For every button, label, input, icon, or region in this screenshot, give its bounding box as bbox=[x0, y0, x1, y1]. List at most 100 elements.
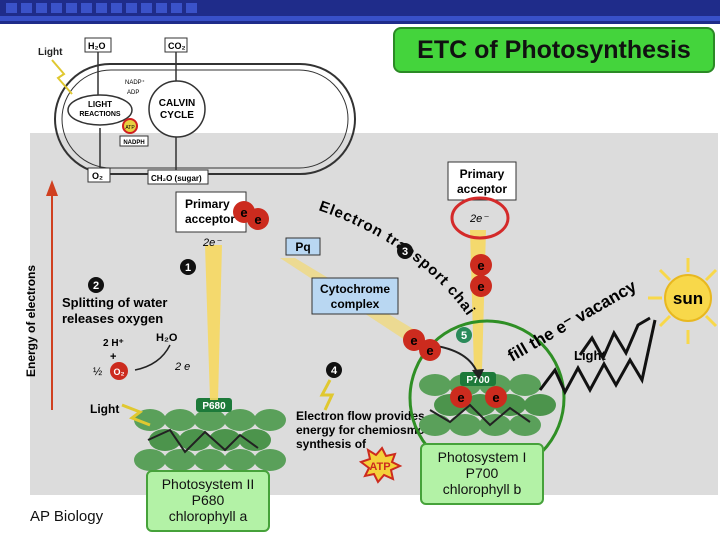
top-bar-square bbox=[51, 3, 62, 13]
top-bar-square bbox=[141, 3, 152, 13]
electron-label: e bbox=[254, 212, 261, 227]
water-h2o: H₂O bbox=[156, 332, 178, 344]
chlorophyll-disk bbox=[164, 409, 196, 431]
chlorophyll-disk bbox=[134, 409, 166, 431]
photosystem-ii-cluster: P680 bbox=[134, 398, 286, 495]
sun-icon: sun bbox=[648, 258, 718, 344]
top-bar-square bbox=[66, 3, 77, 13]
electron-label: e bbox=[457, 390, 464, 405]
half: ½ bbox=[93, 366, 102, 378]
top-bar-square bbox=[171, 3, 182, 13]
inset-nadph: NADPH bbox=[123, 140, 144, 146]
inset-nadp: NADP⁺ bbox=[125, 79, 145, 86]
pq-label: Pq bbox=[295, 240, 310, 254]
energy-axis-label: Energy of electrons bbox=[24, 265, 38, 377]
chlorophyll-disk bbox=[224, 409, 256, 431]
inset-nadph-box bbox=[119, 135, 149, 147]
electron-label: e bbox=[477, 279, 484, 294]
top-bar-stripe bbox=[0, 16, 720, 21]
ps1-line-3: chlorophyll b bbox=[442, 481, 522, 497]
chlorophyll-disk bbox=[239, 429, 271, 451]
ps2-line-3: chlorophyll a bbox=[168, 508, 248, 524]
electron bbox=[485, 386, 507, 408]
step-marker-4 bbox=[326, 362, 342, 378]
sun-ray bbox=[658, 268, 672, 282]
cytochrome-1: Cytochrome bbox=[320, 282, 390, 296]
p680-tag bbox=[196, 398, 232, 412]
electron-label: e bbox=[410, 333, 417, 348]
top-bar-square bbox=[6, 3, 17, 13]
chlorophyll-disk bbox=[479, 414, 511, 436]
light-wave-upper bbox=[578, 316, 651, 362]
atp-bolt bbox=[319, 379, 335, 411]
chloroplast-inner-outline bbox=[61, 69, 349, 169]
chlorophyll-disk bbox=[194, 409, 226, 431]
pq-box bbox=[285, 237, 321, 256]
oxygen-molecule bbox=[110, 362, 128, 380]
electron bbox=[470, 254, 492, 276]
inset-atp: ATP bbox=[125, 125, 135, 131]
sun-ray bbox=[704, 268, 718, 282]
top-bar-square bbox=[186, 3, 197, 13]
light-wave-lower bbox=[538, 319, 657, 396]
chlorophyll-disk bbox=[524, 394, 556, 416]
electron-label: e bbox=[240, 205, 247, 220]
acceptor-highlight-ring bbox=[450, 196, 510, 240]
inset-calvin-circle bbox=[148, 80, 206, 138]
electron bbox=[470, 275, 492, 297]
electron bbox=[247, 208, 269, 230]
chlorophyll-disk bbox=[509, 374, 541, 396]
inset-h2o: H₂O bbox=[88, 41, 106, 51]
inset-light-reactions-1: LIGHT bbox=[88, 100, 112, 109]
chlorophyll-disk bbox=[419, 414, 451, 436]
p680-label: P680 bbox=[202, 401, 226, 412]
electron-label: e bbox=[492, 390, 499, 405]
footer-label: AP Biology bbox=[30, 508, 104, 525]
two-e-right: 2e⁻ bbox=[469, 213, 489, 225]
top-bar-square bbox=[81, 3, 92, 13]
electron-label: e bbox=[426, 343, 433, 358]
atp-label: ATP bbox=[369, 461, 390, 473]
two-h-plus: 2 H⁺ bbox=[103, 338, 124, 349]
chlorophyll-disk bbox=[194, 449, 226, 471]
inset-calvin-2: CYCLE bbox=[160, 110, 194, 121]
step-number-5: 5 bbox=[461, 330, 467, 342]
sun-label: sun bbox=[673, 289, 703, 308]
ps2-line-1: Photosystem II bbox=[161, 476, 255, 492]
inset-light-reactions-2: REACTIONS bbox=[79, 111, 121, 118]
excitation-zigzag bbox=[147, 428, 259, 454]
chlorophyll-disk bbox=[224, 449, 256, 471]
chlorophyll-disk bbox=[164, 449, 196, 471]
electrons: e e e e e e e e bbox=[233, 201, 507, 408]
step-marker-2 bbox=[88, 277, 104, 293]
top-bar-square bbox=[21, 3, 32, 13]
top-bar-square bbox=[96, 3, 107, 13]
splitting-water-2: releases oxygen bbox=[62, 311, 163, 326]
electron bbox=[403, 329, 425, 351]
electron-flow-2: energy for chemiosmotic bbox=[296, 423, 439, 437]
step-number-3: 3 bbox=[402, 246, 408, 258]
inset-light-reactions-oval bbox=[67, 94, 133, 126]
step-number-2: 2 bbox=[93, 280, 99, 292]
energy-axis-arrowhead bbox=[46, 180, 58, 196]
inset-light-label: Light bbox=[38, 47, 63, 58]
sun-ray bbox=[704, 314, 718, 328]
primary-acceptor-left-1: Primary bbox=[185, 197, 230, 211]
electron-arrowhead bbox=[472, 369, 484, 380]
primary-acceptor-left-2: acceptor bbox=[185, 212, 235, 226]
atp-burst bbox=[358, 446, 403, 484]
chlorophyll-disk bbox=[209, 429, 241, 451]
electron bbox=[450, 386, 472, 408]
step-number-1: 1 bbox=[185, 262, 191, 274]
ps1-line-2: P700 bbox=[465, 465, 499, 481]
electron-flow-1: Electron flow provides bbox=[296, 409, 425, 423]
top-bar-square bbox=[126, 3, 137, 13]
light-bolt-left bbox=[121, 403, 151, 427]
chloroplast-inset: Light H₂O CO₂ LIGHT REACTIONS CALVIN CYC… bbox=[38, 37, 356, 185]
inset-o2-box bbox=[87, 167, 111, 183]
sun-disk bbox=[664, 274, 712, 322]
two-e-small: 2 e bbox=[174, 361, 190, 373]
chlorophyll-disk bbox=[134, 449, 166, 471]
p700-label: P700 bbox=[466, 375, 490, 386]
inset-atp-star bbox=[122, 118, 138, 134]
